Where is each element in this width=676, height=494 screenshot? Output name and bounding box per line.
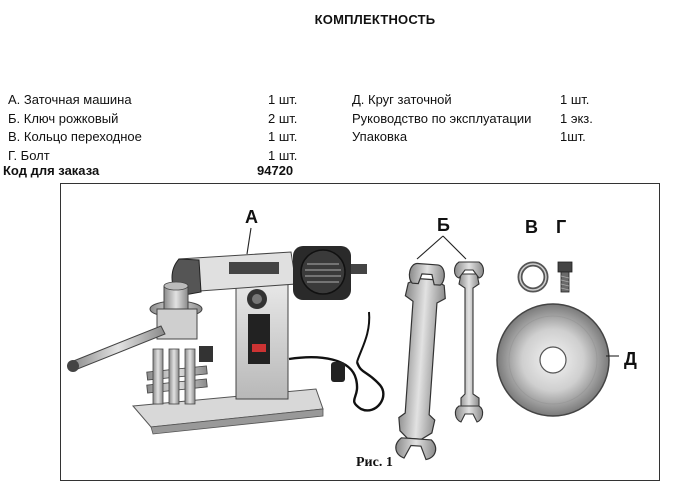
item-quantity: 2 шт.: [268, 110, 298, 126]
bolt: [557, 261, 573, 293]
list-item: А. Заточная машина 1 шт.: [8, 91, 308, 110]
kit-illustration: [67, 227, 619, 461]
callout-b: Б: [437, 215, 450, 235]
callout-d: Д: [624, 349, 637, 369]
page-title: КОМПЛЕКТНОСТЬ: [314, 12, 436, 27]
figure-caption: Рис. 1: [356, 455, 393, 470]
callout-g: Г: [556, 217, 567, 237]
item-name: Упаковка: [352, 129, 408, 144]
callout-a: А: [245, 207, 258, 227]
figure-photo: А Б В Г Д Рис. 1: [60, 183, 660, 481]
list-item: Руководство по эксплуатации 1 экз.: [352, 110, 612, 129]
item-name: Б. Ключ рожковый: [8, 110, 119, 126]
item-quantity: 1 экз.: [560, 110, 593, 126]
order-code-row: Код для заказа 94720: [0, 163, 310, 181]
list-item: Г. Болт 1 шт.: [8, 147, 308, 166]
open-end-wrench-small: [453, 261, 485, 423]
list-item: Д. Круг заточной 1 шт.: [352, 91, 612, 110]
item-quantity: 1 шт.: [560, 92, 590, 107]
item-name: В. Кольцо переходное: [8, 129, 142, 144]
list-item: Упаковка 1шт.: [352, 128, 612, 147]
contents-list-right: Д. Круг заточной 1 шт. Руководство по эк…: [352, 91, 612, 147]
list-item: В. Кольцо переходное 1 шт.: [8, 128, 308, 147]
item-name: Д. Круг заточной: [352, 92, 452, 107]
item-name: Г. Болт: [8, 147, 50, 163]
item-quantity: 1 шт.: [268, 129, 298, 144]
order-code-label: Код для заказа: [3, 163, 100, 178]
item-quantity: 1 шт.: [268, 147, 298, 163]
list-item: Б. Ключ рожковый 2 шт.: [8, 110, 308, 129]
callout-v: В: [525, 217, 538, 237]
order-code-value: 94720: [257, 163, 294, 178]
contents-list-left: А. Заточная машина 1 шт. Б. Ключ рожковы…: [8, 91, 308, 165]
callout-leaders: [246, 227, 619, 357]
item-quantity: 1шт.: [560, 129, 586, 144]
open-end-wrench-large: [395, 262, 446, 461]
item-name: А. Заточная машина: [8, 92, 132, 107]
grinding-disc: [496, 303, 610, 417]
adapter-ring: [517, 261, 549, 293]
item-quantity: 1 шт.: [268, 92, 298, 107]
sharpening-machine: [67, 246, 385, 435]
item-name: Руководство по эксплуатации: [352, 110, 532, 126]
